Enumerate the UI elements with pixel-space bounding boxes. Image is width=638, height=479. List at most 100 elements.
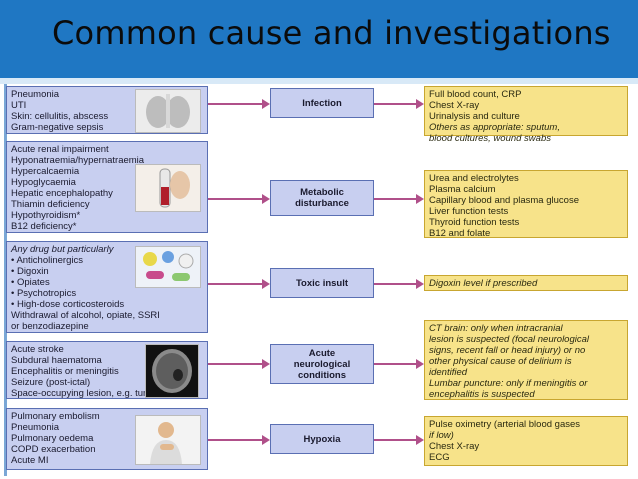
investigation-item: Urea and electrolytes [429, 173, 519, 184]
arrowhead [416, 435, 424, 445]
investigation-item: Liver function tests [429, 206, 509, 217]
arrow-category-to-investigation [374, 439, 416, 441]
chest-xray-image [135, 89, 201, 133]
arrowhead [262, 194, 270, 204]
investigation-item: if low) [429, 430, 454, 441]
investigation-item: Digoxin level if prescribed [429, 278, 538, 289]
pills-image [135, 246, 201, 288]
arrowhead [416, 279, 424, 289]
investigation-item: ECG [429, 452, 450, 463]
cause-item: Hypothyroidism* [11, 210, 81, 221]
category-metabolic: Metabolic disturbance [270, 180, 374, 216]
investigation-item: Plasma calcium [429, 184, 496, 195]
cause-item: Withdrawal of alcohol, opiate, SSRI [11, 310, 160, 321]
cause-item: Pulmonary embolism [11, 411, 100, 422]
investigation-box-hypoxia: Pulse oximetry (arterial blood gases if … [424, 416, 628, 466]
cause-item: Hyponatraemia/hypernatraemia [11, 155, 145, 166]
arrowhead [262, 435, 270, 445]
investigation-item: Urinalysis and culture [429, 111, 520, 122]
arrow-cause-to-category [208, 363, 262, 365]
investigation-box-infection: Full blood count, CRP Chest X-ray Urinal… [424, 86, 628, 144]
arrow-cause-to-category [208, 198, 262, 200]
cause-item: Hypoglycaemia [11, 177, 76, 188]
cause-item: • Digoxin [11, 266, 49, 277]
category-label: Toxic insult [295, 277, 349, 289]
cause-item: • Anticholinergics [11, 255, 83, 266]
slide-header [0, 0, 638, 78]
investigation-item: Thyroid function tests [429, 217, 520, 228]
cause-item: or benzodiazepine [11, 321, 89, 332]
cause-item: Any drug but particularly [11, 244, 114, 255]
cause-item: Acute MI [11, 455, 49, 466]
patient-chest-pain-image [135, 415, 201, 465]
investigation-box-metabolic: Urea and electrolytes Plasma calcium Cap… [424, 170, 628, 239]
cause-item: Pneumonia [11, 422, 60, 433]
cause-item: Skin: cellulitis, abscess [11, 111, 109, 122]
cause-item: Pneumonia [11, 89, 60, 100]
investigation-item: signs, recent fall or head injury) or no [429, 345, 586, 356]
arrow-cause-to-category [208, 103, 262, 105]
cause-item: • Psychotropics [11, 288, 77, 299]
cause-item: Pulmonary oedema [11, 433, 94, 444]
cause-box-infection: Pneumonia UTI Skin: cellulitis, abscess … [6, 86, 208, 134]
cause-item: COPD exacerbation [11, 444, 96, 455]
arrowhead [416, 359, 424, 369]
investigation-item: Chest X-ray [429, 100, 480, 111]
category-label: Metabolic disturbance [295, 187, 349, 209]
investigation-item: B12 and folate [429, 228, 491, 239]
cause-item: UTI [11, 100, 27, 111]
cause-item: Acute stroke [11, 344, 64, 355]
cause-item: B12 deficiency* [11, 221, 77, 232]
investigation-item: Others as appropriate: sputum, [429, 122, 560, 133]
category-infection: Infection [270, 88, 374, 118]
arrowhead [262, 279, 270, 289]
arrowhead [262, 99, 270, 109]
blood-tube-image [135, 164, 201, 212]
cause-item: Subdural haematoma [11, 355, 102, 366]
investigation-box-neurological: CT brain: only when intracranial lesion … [424, 320, 628, 400]
investigation-text: Pulse oximetry (arterial blood gases [429, 419, 581, 430]
investigation-item: CT brain: only when intracranial [429, 323, 563, 334]
investigation-item: Full blood count, CRP [429, 89, 522, 100]
category-neurological: Acute neurological conditions [270, 344, 374, 384]
arrow-category-to-investigation [374, 363, 416, 365]
brain-ct-image [145, 344, 199, 398]
arrowhead [416, 99, 424, 109]
cause-item: Seizure (post-ictal) [11, 377, 91, 388]
arrowhead [416, 194, 424, 204]
arrow-category-to-investigation [374, 283, 416, 285]
investigation-item: identified [429, 367, 468, 378]
investigation-item: Chest X-ray [429, 441, 480, 452]
cause-item: • Opiates [11, 277, 50, 288]
category-label: Hypoxia [303, 433, 341, 445]
slide-title: Common cause and investigations [52, 14, 611, 52]
cause-box-metabolic: Acute renal impairment Hyponatraemia/hyp… [6, 141, 208, 233]
cause-item: Acute renal impairment [11, 144, 109, 155]
investigation-item: Pulse oximetry (arterial blood gases [429, 419, 623, 430]
arrowhead [262, 359, 270, 369]
cause-box-neurological: Acute stroke Subdural haematoma Encephal… [6, 341, 208, 399]
investigation-item: other physical cause of delirium is [429, 356, 572, 367]
cause-item: Hypercalcaemia [11, 166, 80, 177]
cause-item: Gram-negative sepsis [11, 122, 104, 133]
arrow-cause-to-category [208, 283, 262, 285]
category-hypoxia: Hypoxia [270, 424, 374, 454]
cause-item: • High-dose corticosteroids [11, 299, 125, 310]
cause-item: Thiamin deficiency [11, 199, 90, 210]
investigation-item: encephalitis is suspected [429, 389, 535, 400]
arrow-category-to-investigation [374, 103, 416, 105]
cause-item: Space-occupying lesion, e.g. tumour [11, 388, 165, 399]
cause-box-toxic: Any drug but particularly • Anticholiner… [6, 241, 208, 333]
category-toxic: Toxic insult [270, 268, 374, 298]
category-label: Acute neurological conditions [293, 347, 351, 381]
investigation-item: Lumbar puncture: only if meningitis or [429, 378, 588, 389]
investigation-box-toxic: Digoxin level if prescribed [424, 275, 628, 291]
cause-box-hypoxia: Pulmonary embolism Pneumonia Pulmonary o… [6, 408, 208, 470]
arrow-category-to-investigation [374, 198, 416, 200]
investigation-item: lesion is suspected (focal neurological [429, 334, 590, 345]
investigation-item: blood cultures, wound swabs [429, 133, 551, 144]
cause-item: Encephalitis or meningitis [11, 366, 119, 377]
header-divider [0, 78, 638, 84]
investigation-item: Capillary blood and plasma glucose [429, 195, 579, 206]
arrow-cause-to-category [208, 439, 262, 441]
